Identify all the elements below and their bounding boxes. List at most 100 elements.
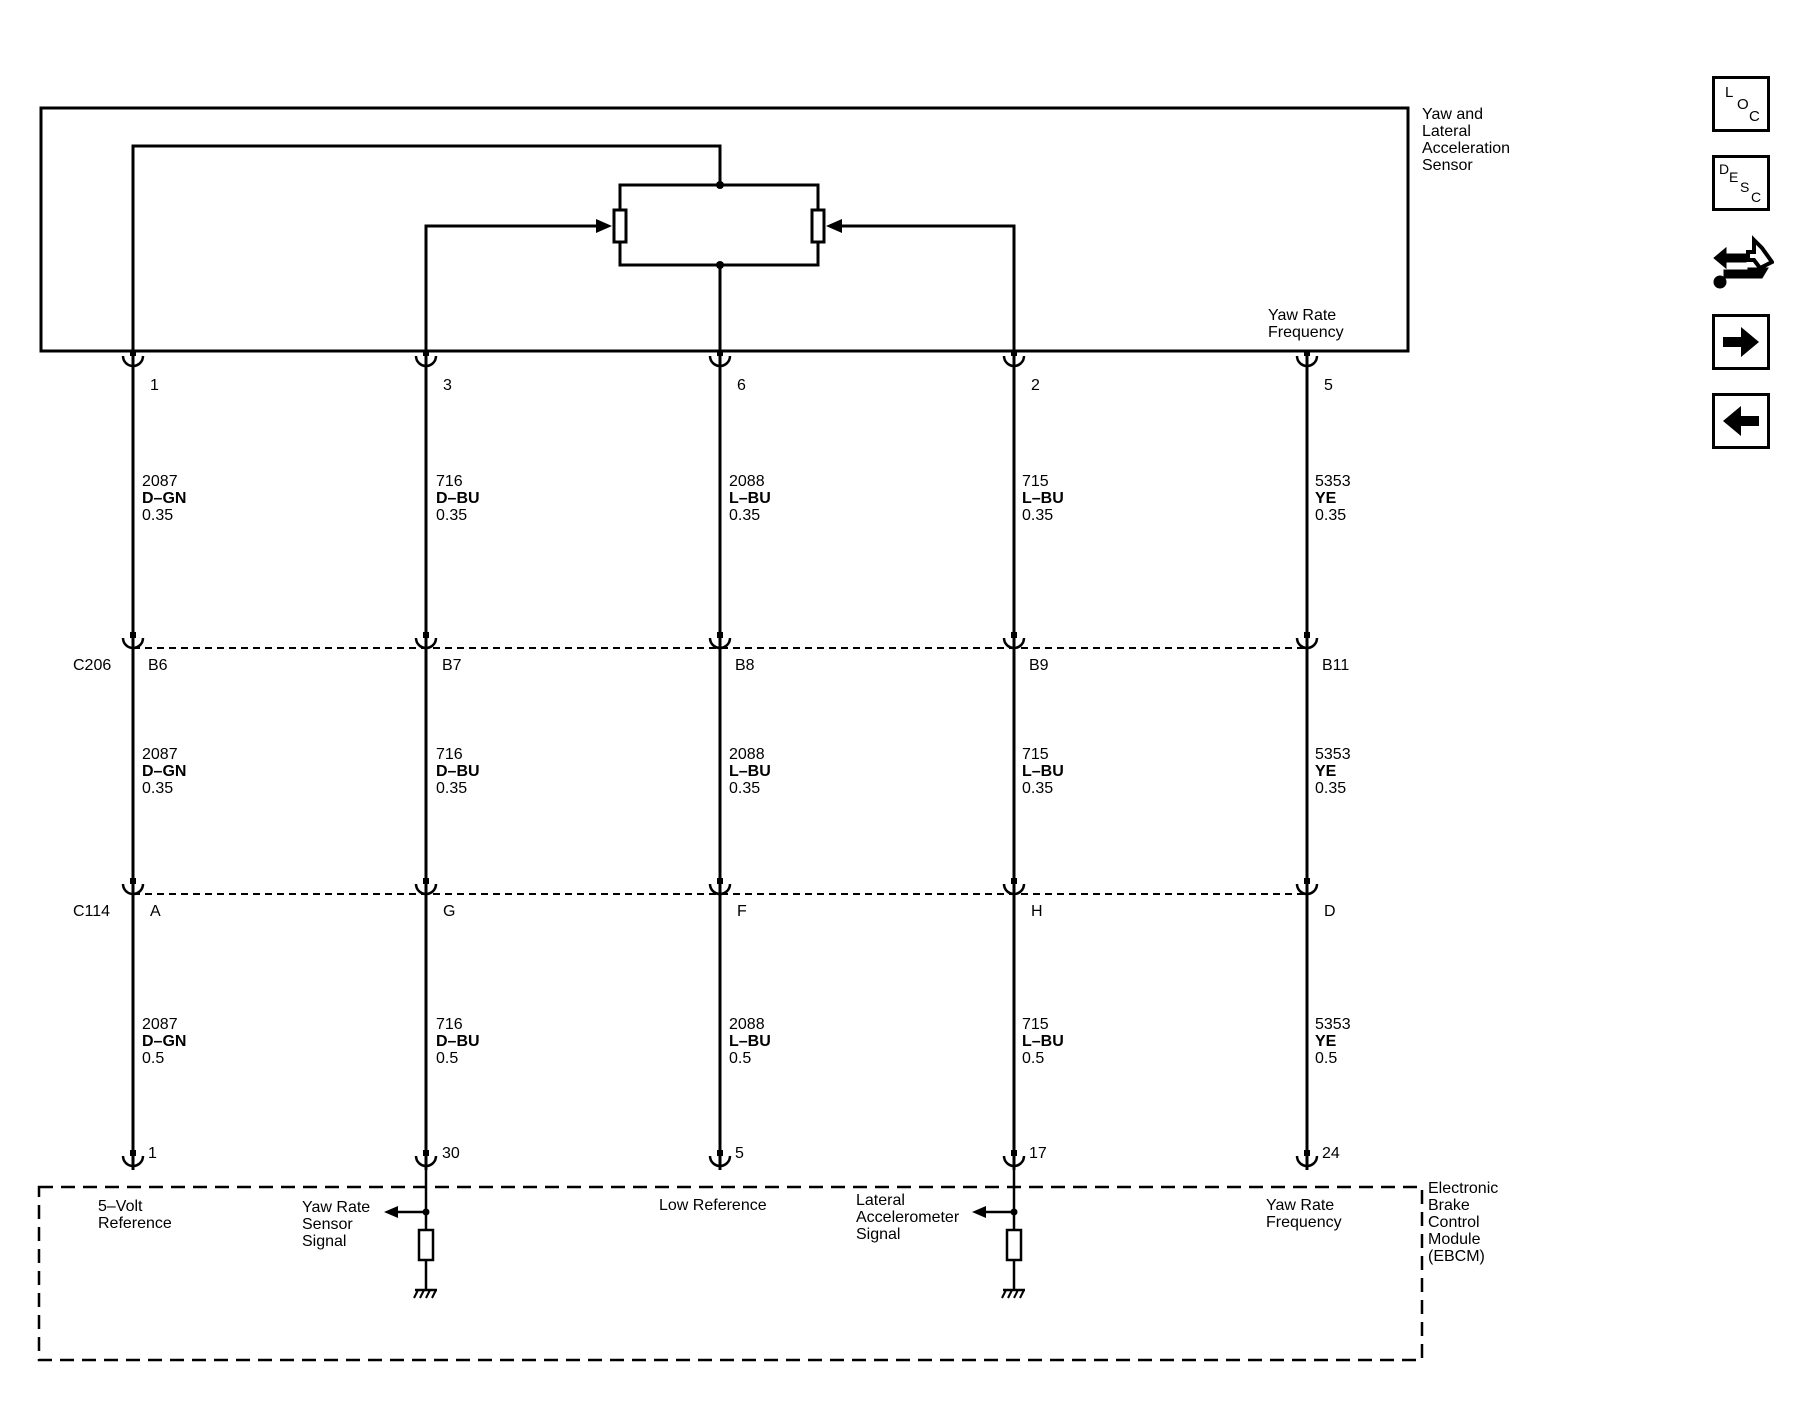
ebcm-pin: 17 — [1029, 1145, 1047, 1162]
terminal-pin — [423, 878, 429, 884]
sensor-pin: 2 — [1031, 377, 1040, 394]
sensor-pin: 1 — [150, 377, 159, 394]
connector-dashed-lines — [133, 647, 1307, 895]
c206-pin: B7 — [442, 657, 462, 674]
terminal-pin — [130, 1150, 136, 1156]
sensor-pin: 3 — [443, 377, 452, 394]
terminal-symbol — [121, 883, 145, 896]
terminals — [121, 350, 1319, 1168]
terminal-pin — [130, 632, 136, 638]
terminal-symbol — [708, 883, 732, 896]
terminal-pin — [717, 1150, 723, 1156]
terminal-pin — [717, 350, 723, 356]
connector-c114-label: C114 — [73, 903, 111, 920]
ebcm-box — [37, 1185, 1424, 1362]
ebcm-signal-arrows — [384, 1206, 1018, 1218]
terminal-symbol — [1002, 355, 1026, 368]
terminal-pin — [1304, 350, 1310, 356]
ebcm-signal-low-reference: Low Reference — [659, 1197, 767, 1214]
terminal-pin — [130, 350, 136, 356]
terminal-symbol — [414, 355, 438, 368]
ebcm-pin: 5 — [735, 1145, 744, 1162]
terminal-pin — [717, 632, 723, 638]
c114-pin: H — [1031, 903, 1043, 920]
sensor-pin: 6 — [737, 377, 746, 394]
loc-letter: O — [1737, 96, 1749, 113]
connector-tools-icon[interactable] — [1710, 232, 1775, 301]
c206-pin: B9 — [1029, 657, 1049, 674]
c206-pin: B8 — [735, 657, 755, 674]
terminal-pin — [1304, 632, 1310, 638]
desc-letter: C — [1751, 189, 1761, 205]
loc-icon[interactable]: L O C — [1712, 76, 1770, 132]
terminal-symbol — [1295, 355, 1319, 368]
c114-pin: F — [737, 903, 747, 920]
sensor-pin: 5 — [1324, 377, 1333, 394]
ground-symbols — [413, 1289, 1025, 1299]
ebcm-resistors — [417, 1228, 1023, 1262]
ebcm-signal-lateral-accelerometer: Lateral Accelerometer Signal — [856, 1192, 960, 1243]
ebcm-pin: 1 — [148, 1145, 157, 1162]
terminal-symbol — [1002, 637, 1026, 650]
terminal-symbol — [414, 1155, 438, 1168]
terminal-symbol — [708, 1155, 732, 1168]
terminal-symbol — [708, 637, 732, 650]
desc-icon[interactable]: D E S C — [1712, 155, 1770, 211]
ebcm-signal-yaw-rate-sensor: Yaw Rate Sensor Signal — [302, 1199, 371, 1250]
sensor-yaw-rate-label: Yaw Rate Frequency — [1268, 307, 1344, 341]
terminal-symbol — [121, 637, 145, 650]
c114-pin: G — [443, 903, 456, 920]
terminal-symbol — [414, 883, 438, 896]
connector-c206-label: C206 — [73, 657, 112, 674]
terminal-pin — [1011, 878, 1017, 884]
ebcm-signal-yaw-rate-frequency: Yaw Rate Frequency — [1266, 1197, 1342, 1231]
terminal-symbol — [121, 355, 145, 368]
ebcm-pin: 24 — [1322, 1145, 1340, 1162]
desc-letter: D — [1719, 161, 1729, 177]
terminal-pin — [423, 632, 429, 638]
harness-wires — [131, 351, 1309, 1170]
terminal-pin — [1011, 1150, 1017, 1156]
terminal-pin — [423, 1150, 429, 1156]
terminal-symbol — [1002, 883, 1026, 896]
terminal-symbol — [121, 1155, 145, 1168]
terminal-symbol — [1295, 637, 1319, 650]
terminal-pin — [1304, 1150, 1310, 1156]
terminal-symbol — [1295, 1155, 1319, 1168]
sensor-box — [39, 106, 1410, 353]
terminal-pin — [130, 878, 136, 884]
ebcm-pin: 30 — [442, 1145, 460, 1162]
terminal-pin — [717, 878, 723, 884]
c114-pin: A — [150, 903, 161, 920]
terminal-pin — [423, 350, 429, 356]
ebcm-signal-5v-reference: 5–Volt Reference — [98, 1198, 172, 1232]
c206-pin: B6 — [148, 657, 168, 674]
desc-letter: S — [1740, 179, 1749, 195]
c114-pin: D — [1324, 903, 1336, 920]
terminal-symbol — [1002, 1155, 1026, 1168]
loc-letter: L — [1725, 84, 1733, 101]
terminal-pin — [1304, 878, 1310, 884]
c206-pin: B11 — [1322, 657, 1350, 674]
terminal-symbol — [1295, 883, 1319, 896]
sensor-arrowheads — [596, 181, 842, 269]
arrow-left-icon[interactable] — [1712, 393, 1770, 449]
sensor-resistors — [612, 208, 826, 244]
arrow-right-icon[interactable] — [1712, 314, 1770, 370]
terminal-symbol — [414, 637, 438, 650]
